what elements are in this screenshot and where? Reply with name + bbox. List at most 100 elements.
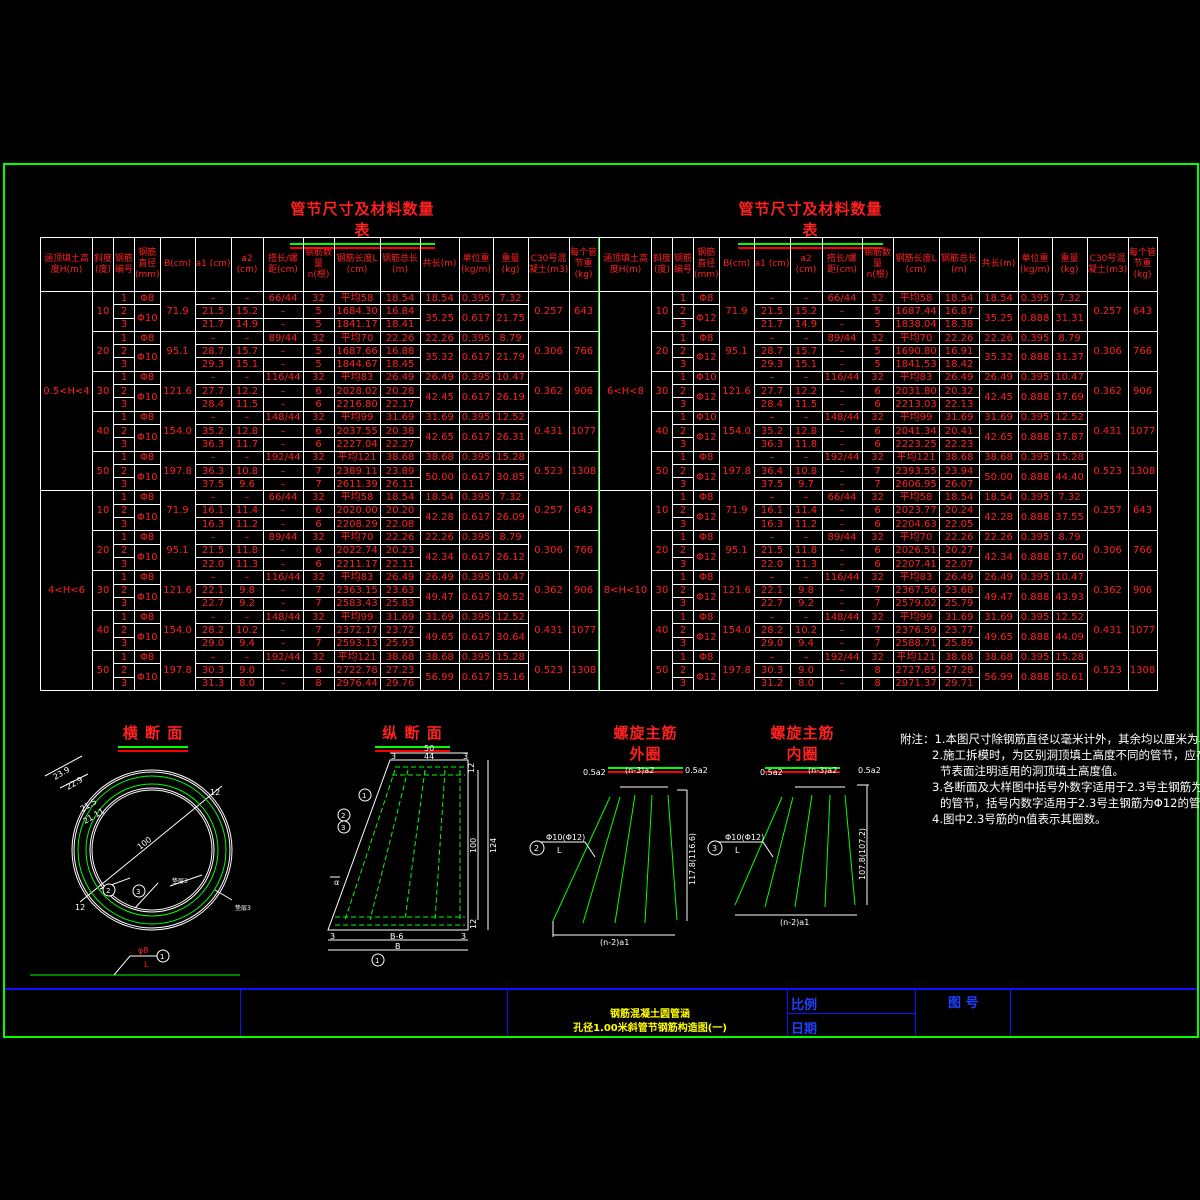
pitch-cell: 66/44	[821, 490, 863, 505]
a2-cell: 11.4	[789, 503, 823, 519]
combined-length-cell: 38.68	[978, 650, 1019, 665]
bar-no-cell: 3	[672, 357, 694, 372]
a2-cell: 9.6	[230, 477, 264, 492]
combined-length-cell: 31.69	[978, 610, 1019, 625]
bar-diameter-cell: Φ12	[693, 344, 720, 372]
a2-cell: 15.1	[789, 357, 823, 372]
weight-cell: 37.69	[1051, 384, 1088, 412]
bar-count-cell: 6	[302, 503, 335, 519]
a1-cell: 36.4	[753, 463, 791, 479]
bar-count-cell: 32	[861, 610, 894, 625]
b-cell: 154.0	[718, 610, 755, 652]
note-1: 1.本图尺寸除钢筋直径以毫米计外，其余均以厘米为单位。	[934, 732, 1200, 746]
pitch-cell: 148/44	[262, 410, 304, 425]
unit-weight-cell: 0.888	[1017, 304, 1053, 332]
bar-count-cell: 6	[302, 384, 335, 399]
pitch-cell: 116/44	[262, 370, 304, 386]
weight-cell: 10.47	[1051, 570, 1088, 585]
bar-count-cell: 32	[861, 650, 894, 665]
bar-count-cell: 7	[861, 596, 894, 612]
bar-length-cell: 平均121	[892, 650, 940, 665]
notes: 附注：1.本图尺寸除钢筋直径以毫米计外，其余均以厘米为单位。 2.施工拆模时，为…	[900, 731, 1200, 827]
bar-diameter-cell: Φ8	[693, 570, 720, 585]
bar-length-cell: 2971.37	[892, 676, 940, 691]
column-header: 钢筋编号	[113, 237, 135, 292]
dim-3-left-bottom: 3	[330, 932, 335, 941]
bar-total-length-cell: 22.17	[379, 397, 421, 412]
bar-count-cell: 32	[302, 290, 335, 306]
bar-length-cell: 平均99	[333, 410, 381, 425]
pitch-cell: 192/44	[821, 450, 863, 465]
outer-bar-length: L	[557, 846, 562, 855]
bar-count-cell: 6	[302, 423, 335, 439]
bar-length-cell: 2372.17	[333, 623, 381, 638]
concrete-volume-cell: 0.431	[527, 410, 570, 452]
angle-cell: 30	[92, 370, 114, 412]
dim-b-minus-6: B-6	[390, 932, 403, 941]
unit-weight-cell: 0.888	[1017, 543, 1053, 572]
angle-cell: 10	[92, 291, 114, 332]
bar-diameter-cell: Φ8	[693, 530, 720, 545]
b-cell: 154.0	[159, 410, 196, 452]
concrete-volume-cell: 0.257	[527, 291, 570, 332]
bar-length-cell: 平均58	[333, 290, 381, 306]
column-header: B(cm)	[159, 237, 196, 292]
a1-cell: 36.3	[194, 437, 232, 452]
outer-bar-no: 2	[534, 844, 539, 853]
bar-no-cell: 2	[672, 384, 694, 399]
inner-dim-height: 107.8(107.2)	[858, 828, 867, 880]
bar-no-cell: 1	[113, 570, 135, 585]
bar-count-cell: 7	[302, 596, 335, 612]
bar-count-cell: 6	[861, 503, 894, 519]
inner-bar-length: L	[735, 846, 740, 855]
unit-weight-cell: 0.395	[458, 610, 494, 625]
a1-cell: 29.3	[194, 357, 232, 372]
column-header: 每个管节重(kg)	[1127, 237, 1158, 292]
angle-cell: 10	[651, 490, 673, 532]
bar-diameter-cell: Φ10	[134, 423, 161, 452]
table-title-left: 管节尺寸及材料数量表	[290, 198, 435, 249]
bar-no-cell: 1	[672, 450, 694, 465]
combined-length-cell: 31.69	[978, 410, 1019, 425]
bar-total-length-cell: 22.26	[938, 330, 980, 346]
bar-total-length-cell: 20.32	[938, 384, 980, 399]
bar-no-cell: 3	[672, 636, 694, 652]
a2-cell: 11.8	[789, 543, 823, 558]
b-cell: 95.1	[159, 330, 196, 372]
pitch-cell: –	[262, 596, 304, 612]
bar-count-cell: 6	[861, 384, 894, 399]
inner-dim-0-5a2-right: 0.5a2	[858, 766, 881, 775]
a1-cell: 29.0	[753, 636, 791, 652]
date-label: 日期	[791, 1022, 818, 1037]
angle-cell: 50	[651, 650, 673, 691]
bar-diameter-cell: Φ12	[693, 304, 720, 332]
bar-no-cell: 2	[113, 344, 135, 359]
unit-weight-cell: 0.617	[458, 423, 494, 452]
pitch-cell: –	[262, 636, 304, 652]
pitch-cell: –	[262, 304, 304, 319]
angle-cell: 40	[92, 410, 114, 452]
unit-weight-cell: 0.395	[1017, 330, 1053, 346]
unit-weight-cell: 0.617	[458, 344, 494, 372]
column-header: 钢筋长度L (cm)	[333, 237, 381, 292]
a2-cell: 14.9	[230, 317, 264, 332]
bar-count-cell: 32	[302, 370, 335, 386]
bar-length-cell: 2367.56	[892, 583, 940, 598]
unit-weight-cell: 0.395	[1017, 610, 1053, 625]
column-header: C30号混凝土(m3)	[527, 237, 570, 292]
bar-diameter-cell: Φ12	[693, 423, 720, 452]
a1-cell: 16.1	[753, 503, 791, 519]
column-header: 钢筋数量n(根)	[302, 237, 335, 292]
weight-cell: 8.79	[1051, 530, 1088, 545]
pitch-cell: 148/44	[262, 610, 304, 625]
column-header: 斜度(度)	[92, 237, 114, 292]
dim-50: 50	[424, 745, 434, 753]
bar-length-cell: 2213.03	[892, 397, 940, 412]
